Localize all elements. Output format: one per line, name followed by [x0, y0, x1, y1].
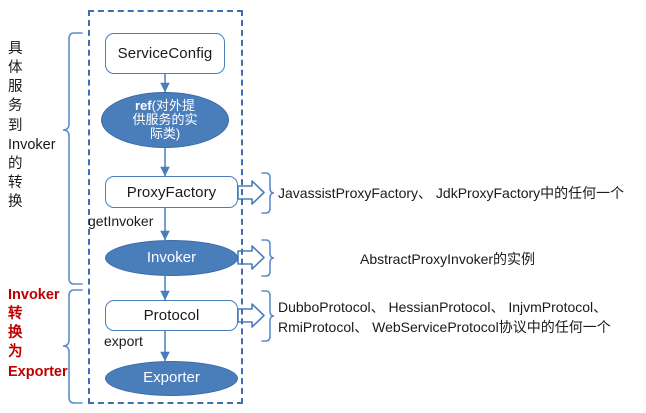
right-brace-invoker [261, 239, 275, 277]
node-ref[interactable]: ref(对外提 供服务的实 际类) [101, 92, 229, 148]
node-exporter[interactable]: Exporter [105, 361, 238, 396]
annotation-protocol-impls: DubboProtocol、 HessianProtocol、 InjvmPro… [278, 297, 611, 338]
edge-label-get-invoker: getInvoker [88, 213, 154, 229]
left-label-phase-two: Invoker 转 换 为 Exporter [8, 286, 68, 382]
node-ref-label-line1-bold: ref [135, 97, 152, 113]
right-brace-proxyfactory [261, 172, 275, 214]
left-label-phase-two-seg-2: 换 [8, 325, 23, 342]
left-label-phase-one-seg-6: 的 [8, 155, 23, 172]
node-service-config-label: ServiceConfig [117, 45, 213, 62]
left-label-phase-one-seg-5: Invoker [8, 136, 56, 153]
left-label-phase-two-seg-0: Invoker [8, 287, 60, 303]
left-label-phase-one: 具 体 服 务 到 Invoker 的 转 换 [8, 40, 66, 212]
left-label-phase-one-seg-1: 体 [8, 60, 23, 77]
node-proxy-factory-label: ProxyFactory [126, 183, 217, 201]
annotation-invoker-impl-line-0: AbstractProxyInvoker的实例 [360, 251, 536, 267]
right-brace-protocol [261, 290, 275, 342]
edge-label-export: export [104, 333, 143, 349]
node-protocol[interactable]: Protocol [105, 300, 238, 331]
annotation-proxy-factory-impls-line-0: JavassistProxyFactory、 JdkProxyFactory中的… [278, 185, 625, 201]
left-label-phase-one-seg-3: 务 [8, 98, 23, 115]
right-braces [261, 172, 275, 342]
left-label-phase-one-seg-0: 具 [8, 41, 23, 57]
service-export-flow-container [88, 10, 243, 404]
node-proxy-factory[interactable]: ProxyFactory [105, 176, 238, 208]
annotation-protocol-impls-line-1: RmiProtocol、 WebServiceProtocol协议中的任何一个 [278, 319, 611, 336]
left-label-phase-one-seg-4: 到 [8, 117, 23, 134]
left-label-phase-two-seg-3: 为 [8, 344, 23, 361]
left-label-phase-one-seg-7: 转 [8, 174, 23, 191]
node-service-config[interactable]: ServiceConfig [105, 33, 225, 74]
node-invoker-label: Invoker [146, 248, 197, 266]
annotation-proxy-factory-impls: JavassistProxyFactory、 JdkProxyFactory中的… [278, 183, 624, 203]
node-invoker[interactable]: Invoker [105, 240, 238, 276]
node-ref-label-line3: 际类) [149, 126, 181, 142]
node-ref-label-line2: 供服务的实 [132, 111, 198, 127]
left-label-phase-one-seg-8: 换 [8, 194, 23, 210]
annotation-protocol-impls-line-0: DubboProtocol、 HessianProtocol、 InjvmPro… [278, 299, 608, 315]
node-protocol-label: Protocol [143, 307, 200, 324]
left-label-phase-one-seg-2: 服 [8, 79, 23, 96]
left-label-phase-two-seg-4: Exporter [8, 363, 68, 380]
node-ref-label-line1-rest: (对外提 [151, 97, 195, 113]
node-exporter-label: Exporter [143, 369, 200, 387]
left-label-phase-two-seg-1: 转 [8, 306, 23, 323]
node-ref-label: ref(对外提 供服务的实 际类) [132, 97, 198, 142]
annotation-invoker-impl: AbstractProxyInvoker的实例 [360, 249, 535, 269]
